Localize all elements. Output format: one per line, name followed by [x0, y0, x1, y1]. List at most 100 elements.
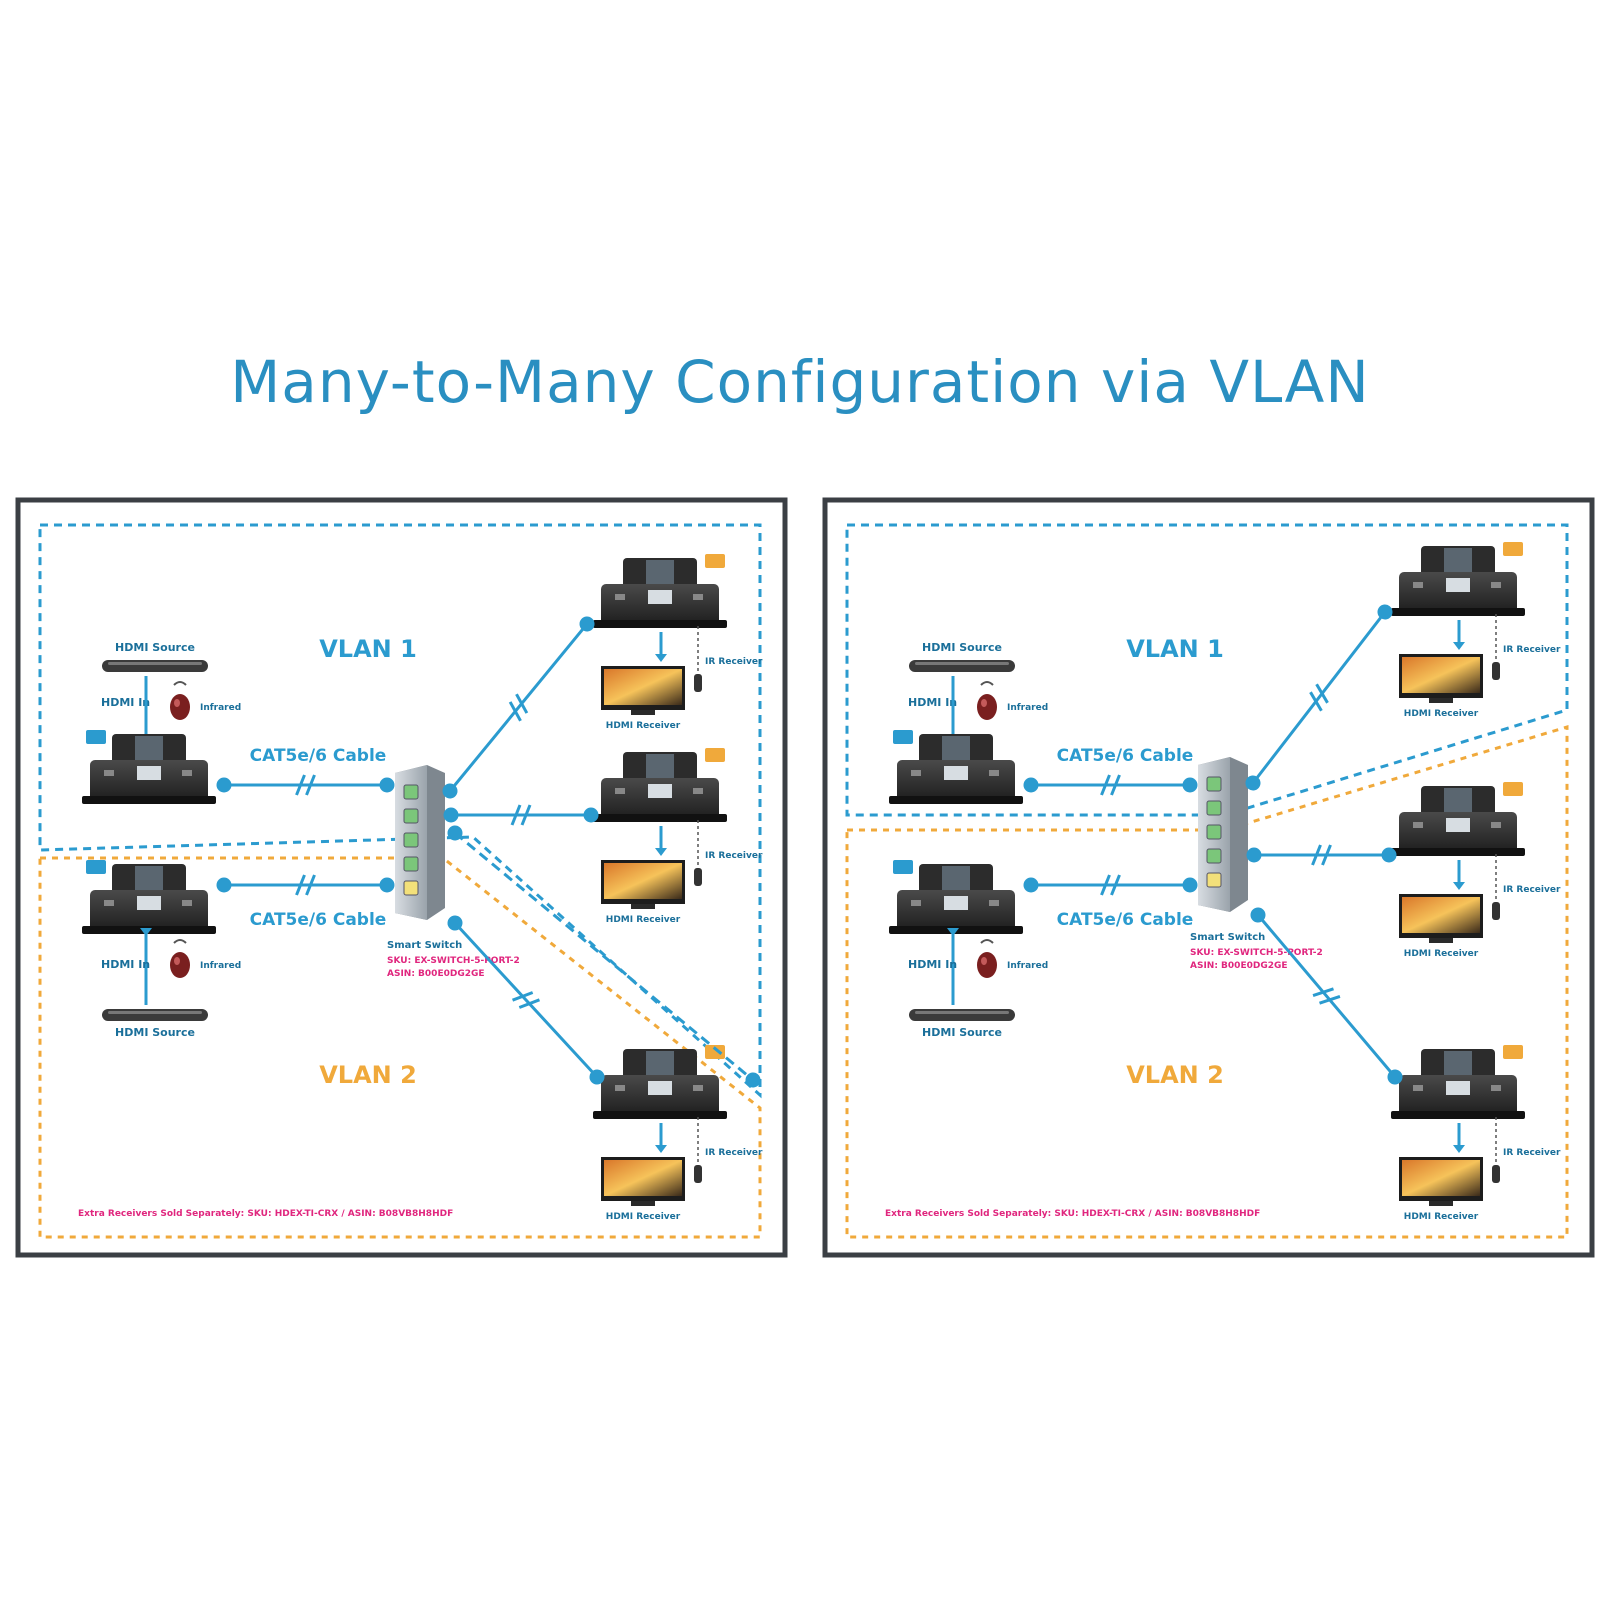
vlan1-label: VLAN 1 [1126, 635, 1224, 663]
switch-port-led [1206, 848, 1222, 864]
smart-switch-label: Smart Switch [387, 940, 462, 951]
cable-switch-rx2 [1246, 844, 1397, 866]
receiver-3 [1391, 1045, 1525, 1119]
receiver-2-label: HDMI Receiver [606, 915, 681, 925]
vlan1-region [845, 523, 1569, 817]
transmitter-top [889, 730, 1023, 804]
tx-tag-icon [893, 860, 913, 874]
smart-switch [1198, 757, 1248, 912]
hdmi-in-bottom-arrow [947, 928, 959, 1005]
footnote: Extra Receivers Sold Separately: SKU: HD… [885, 1209, 1260, 1219]
switch-port-led [1206, 824, 1222, 840]
receiver-1-tv-arrow [655, 632, 667, 662]
hdmi-source-top-label: HDMI Source [922, 641, 1002, 654]
smart-switch-asin: ASIN: B00E0DG2GE [387, 969, 485, 979]
cable-bottom-tx-switch [216, 874, 395, 896]
ir-receiver-3-label: IR Receiver [705, 1148, 763, 1158]
switch-port-led [1206, 800, 1222, 816]
vlan2-region [845, 724, 1569, 1239]
switch-port-led [403, 784, 419, 800]
tx-tag-icon [893, 730, 913, 744]
infrared-top-label: Infrared [1007, 703, 1048, 713]
receiver-1 [593, 554, 727, 628]
smart-switch-sku: SKU: EX-SWITCH-5-PORT-2 [387, 956, 520, 966]
hdmi-in-bottom-label: HDMI In [908, 958, 957, 971]
transmitter-top [82, 730, 216, 804]
tx-tag-icon [86, 860, 106, 874]
switch-port-led [403, 832, 419, 848]
ir-receiver-1-icon [1492, 614, 1500, 680]
infrared-top-icon [977, 681, 997, 720]
hdmi-source-top-label: HDMI Source [115, 641, 195, 654]
switch-port-led [403, 856, 419, 872]
page-title: Many-to-Many Configuration via VLAN [230, 348, 1370, 416]
cable-switch-rx2 [443, 804, 599, 826]
receiver-1 [1391, 542, 1525, 616]
transmitter-bottom [889, 860, 1023, 934]
hdmi-source-bottom-label: HDMI Source [115, 1026, 195, 1039]
infrared-top-label: Infrared [200, 703, 241, 713]
rx-tag-icon [705, 554, 725, 568]
tv-3-icon [601, 1157, 685, 1206]
switch-port-led [403, 880, 419, 896]
hdmi-in-top-label: HDMI In [908, 696, 957, 709]
tv-3-icon [1399, 1157, 1483, 1206]
receiver-1-label: HDMI Receiver [606, 721, 681, 731]
footnote: Extra Receivers Sold Separately: SKU: HD… [78, 1209, 453, 1219]
hdmi-in-bottom-label: HDMI In [101, 958, 150, 971]
ir-receiver-2-icon [1492, 854, 1500, 920]
smart-switch-sku: SKU: EX-SWITCH-5-PORT-2 [1190, 948, 1323, 958]
ir-receiver-1-icon [694, 626, 702, 692]
cable-label-top: CAT5e/6 Cable [1057, 746, 1194, 766]
receiver-2 [1391, 782, 1525, 856]
infrared-bottom-icon [977, 939, 997, 978]
cable-bottom-tx-switch [1023, 874, 1198, 896]
ir-receiver-3-label: IR Receiver [1503, 1148, 1561, 1158]
hdmi-in-top-label: HDMI In [101, 696, 150, 709]
ir-receiver-2-label: IR Receiver [705, 851, 763, 861]
infrared-bottom-icon [170, 939, 190, 978]
smart-switch-asin: ASIN: B00E0DG2GE [1190, 961, 1288, 971]
cable-switch-rx1 [442, 616, 595, 799]
smart-switch [395, 765, 445, 920]
receiver-3-tv-arrow [1453, 1123, 1465, 1153]
cable-switch-rx3 [1250, 907, 1403, 1085]
infrared-bottom-label: Infrared [1007, 961, 1048, 971]
cable-top-tx-switch [1023, 774, 1198, 796]
cable-switch-rx1 [1245, 604, 1393, 791]
cable-label-bottom: CAT5e/6 Cable [1057, 910, 1194, 930]
tv-2-icon [601, 860, 685, 909]
receiver-2 [593, 748, 727, 822]
tv-1-icon [1399, 654, 1483, 703]
ir-receiver-3-icon [1492, 1117, 1500, 1183]
rx-tag-icon [1503, 782, 1523, 796]
tv-1-icon [601, 666, 685, 715]
hdmi-source-top [102, 660, 208, 672]
vlan2-label: VLAN 2 [1126, 1061, 1224, 1089]
vlan1-label: VLAN 1 [319, 635, 417, 663]
vlan2-label: VLAN 2 [319, 1061, 417, 1089]
cable-top-tx-switch [216, 774, 395, 796]
cable-label-bottom: CAT5e/6 Cable [250, 910, 387, 930]
switch-port-led [1206, 776, 1222, 792]
ir-receiver-3-icon [694, 1117, 702, 1183]
receiver-2-tv-arrow [655, 826, 667, 856]
smart-switch-label: Smart Switch [1190, 932, 1265, 943]
receiver-1-tv-arrow [1453, 620, 1465, 650]
cable-dashed-vlan [447, 825, 761, 1088]
receiver-3-label: HDMI Receiver [1404, 1212, 1479, 1222]
receiver-3-label: HDMI Receiver [606, 1212, 681, 1222]
transmitter-bottom [82, 860, 216, 934]
switch-port-led [1206, 872, 1222, 888]
hdmi-source-bottom [909, 1009, 1015, 1021]
ir-receiver-1-label: IR Receiver [1503, 645, 1561, 655]
hdmi-source-bottom-label: HDMI Source [922, 1026, 1002, 1039]
rx-tag-icon [1503, 1045, 1523, 1059]
vlan1-region [38, 523, 762, 1099]
receiver-2-label: HDMI Receiver [1404, 949, 1479, 959]
infrared-top-icon [170, 681, 190, 720]
ir-receiver-2-label: IR Receiver [1503, 885, 1561, 895]
rx-tag-icon [705, 748, 725, 762]
